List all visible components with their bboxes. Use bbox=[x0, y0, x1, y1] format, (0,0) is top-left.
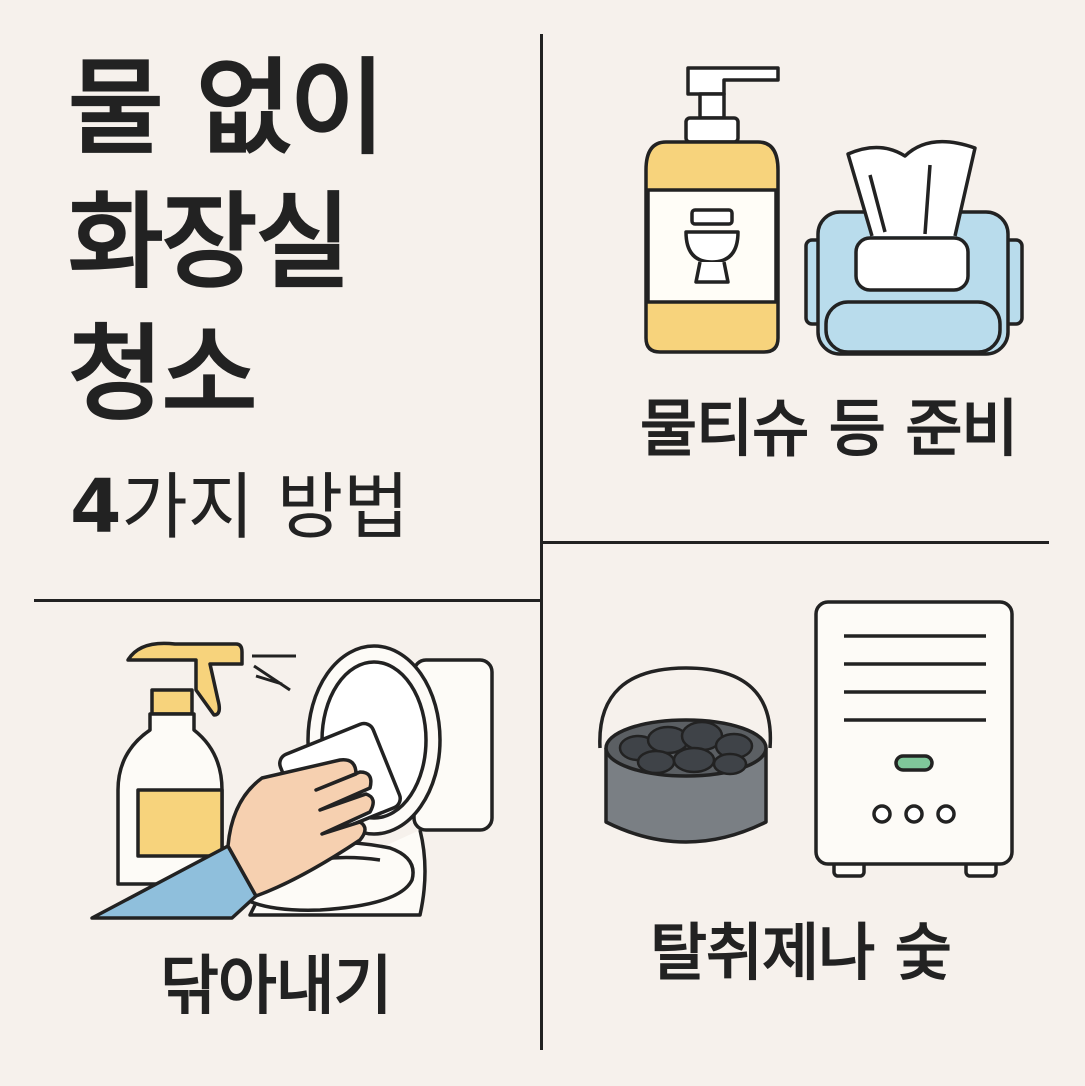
page-title-line-3: 청소 bbox=[68, 313, 257, 435]
horizontal-divider-right bbox=[540, 541, 1049, 544]
page-title-line-2: 화장실 bbox=[68, 181, 351, 303]
wet-wipes-icon bbox=[804, 139, 1024, 356]
charcoal-bucket-icon bbox=[598, 666, 773, 844]
subtitle-number: 4 bbox=[70, 464, 122, 550]
soap-bottle-icon bbox=[644, 66, 780, 354]
hand-cloth-icon bbox=[90, 721, 402, 920]
horizontal-divider-left bbox=[34, 599, 543, 602]
dehumidifier-icon bbox=[814, 600, 1014, 878]
deodorize-caption: 탈취제나 숯 bbox=[650, 916, 952, 989]
prep-caption: 물티슈 등 준비 bbox=[640, 392, 1018, 465]
toilet-icon bbox=[684, 208, 740, 284]
subtitle-text: 가지 방법 bbox=[121, 465, 410, 549]
wipe-caption: 닦아내기 bbox=[160, 950, 393, 1024]
page-subtitle: 4가지 방법 bbox=[70, 470, 409, 544]
page-title-line-1: 물 없이 bbox=[68, 47, 385, 169]
